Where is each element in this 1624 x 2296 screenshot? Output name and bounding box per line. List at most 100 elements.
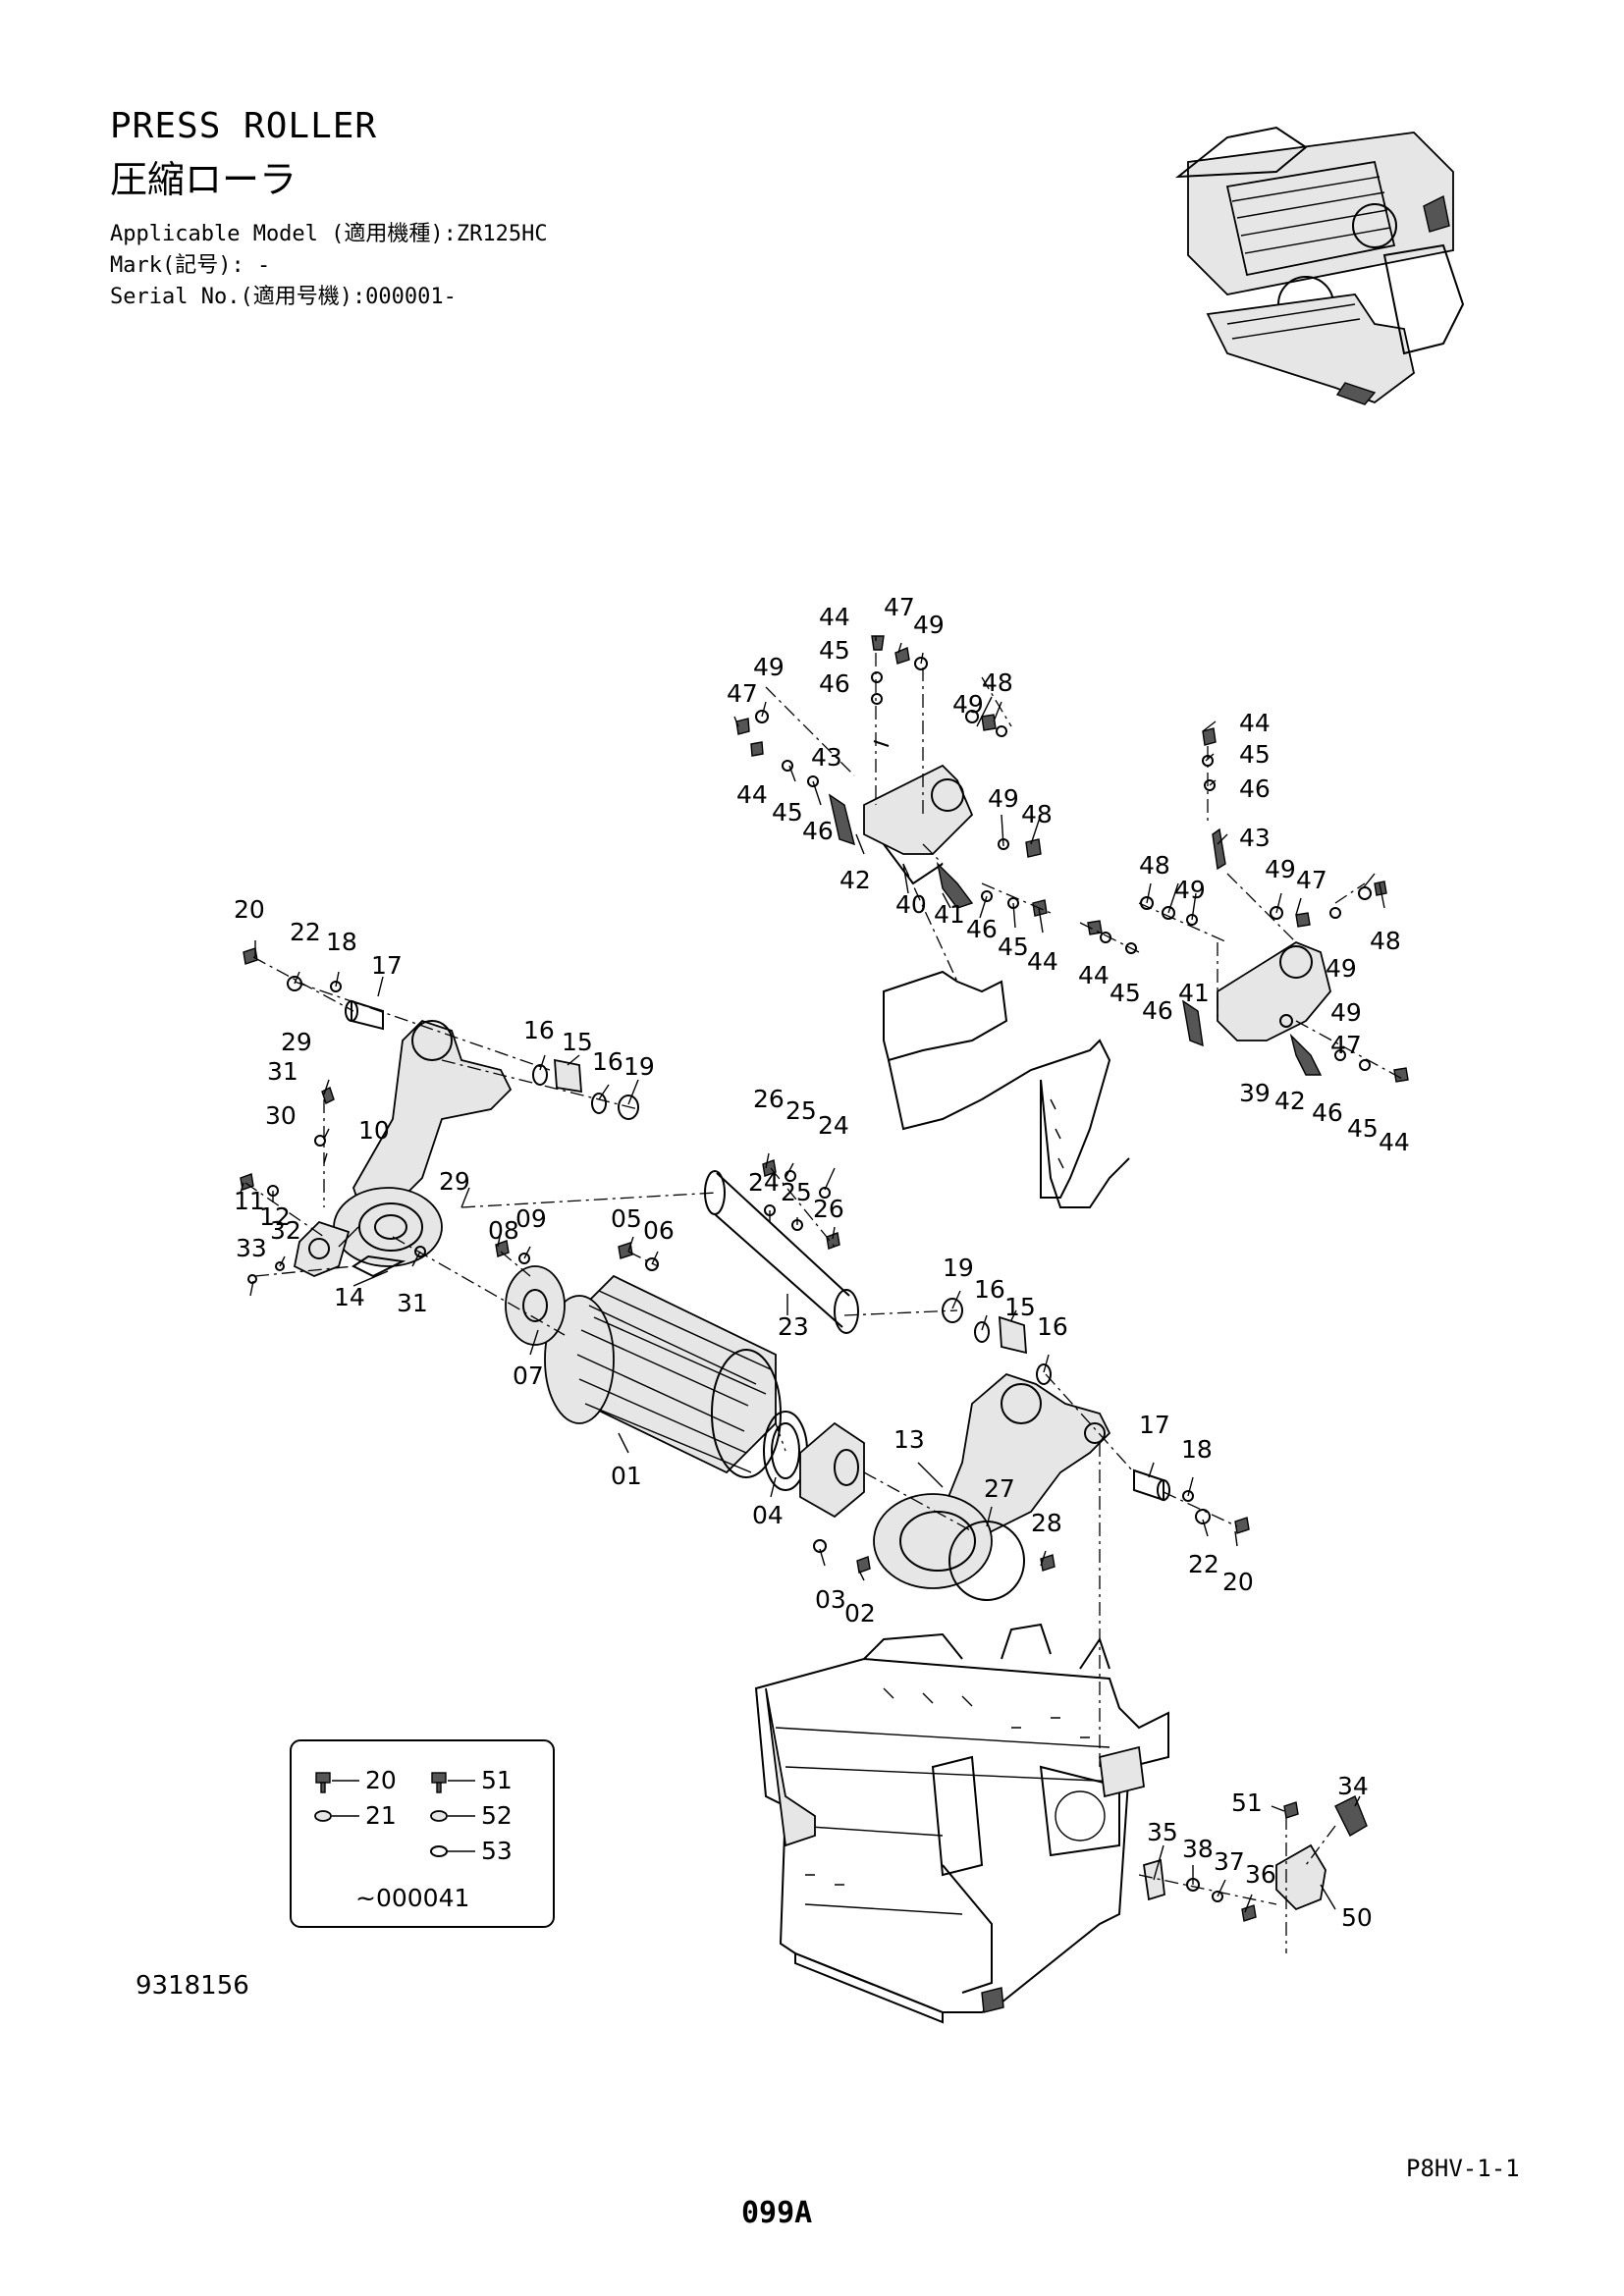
callout: 49	[988, 784, 1019, 813]
callout: 46	[966, 915, 998, 943]
callout: 11	[234, 1187, 265, 1215]
callout: 49	[753, 653, 785, 681]
callout: 31	[267, 1057, 298, 1086]
callout: 44	[1027, 947, 1058, 976]
callout: 17	[371, 951, 403, 980]
callout: 19	[623, 1052, 655, 1081]
pins	[345, 999, 1170, 1502]
mark: Mark(記号): -	[110, 253, 271, 278]
legend-item: 51	[481, 1766, 513, 1794]
callout: 02	[844, 1599, 876, 1628]
callout: 06	[643, 1216, 675, 1245]
callout: 47	[727, 679, 758, 708]
applicable-model: Applicable Model (適用機種):ZR125HC	[110, 222, 548, 246]
callout: 25	[785, 1096, 817, 1125]
callout: 26	[813, 1195, 844, 1223]
legend-bolt-icon	[315, 1772, 331, 1793]
callout: 42	[1274, 1087, 1306, 1115]
callout: 39	[1239, 1079, 1271, 1107]
callout: 41	[1178, 979, 1210, 1007]
page-code: P8HV-1-1	[1406, 2155, 1520, 2182]
legend-ring-icon	[430, 1845, 448, 1857]
callout: 18	[326, 928, 357, 956]
callout: 25	[781, 1178, 812, 1206]
callout: 26	[753, 1085, 785, 1113]
callout: 22	[1188, 1550, 1219, 1578]
callout: 20	[234, 895, 265, 924]
legend-washer-icon	[314, 1810, 332, 1822]
callout: 05	[611, 1204, 642, 1233]
page-title: PRESS ROLLER	[110, 106, 378, 146]
assembly-center-lines	[244, 653, 1405, 1953]
callout: 44	[819, 603, 850, 631]
callout: 30	[265, 1101, 297, 1130]
spacer-set-right	[942, 1298, 1052, 1385]
callout: 47	[1296, 866, 1327, 894]
callout: 42	[839, 866, 871, 894]
callout: 24	[748, 1168, 780, 1197]
callout: 45	[998, 933, 1029, 961]
shim-and-hub	[763, 1411, 865, 1519]
callout: 15	[562, 1028, 593, 1056]
callout: 49	[1326, 954, 1357, 983]
page-title-japanese: 圧縮ローラ	[110, 158, 298, 201]
callout: 16	[523, 1016, 555, 1044]
callout: 35	[1147, 1818, 1178, 1846]
chassis-frame	[754, 1623, 1169, 2024]
callout: 14	[334, 1283, 365, 1311]
callout: 49	[952, 690, 984, 719]
legend-box: 20 21 51 52 53 ~000041	[290, 1739, 555, 1928]
press-roller-drum	[544, 1274, 782, 1478]
callout: 45	[1347, 1114, 1379, 1143]
callout: 47	[1330, 1031, 1362, 1059]
callout: 10	[358, 1116, 390, 1145]
callout: 45	[1110, 979, 1141, 1007]
callout: 48	[1139, 851, 1170, 880]
callout: 27	[984, 1474, 1015, 1503]
callout: 13	[893, 1425, 925, 1454]
callout: 32	[270, 1216, 301, 1245]
callout: 44	[1379, 1128, 1410, 1156]
legend-bolt-icon	[431, 1772, 447, 1793]
callout: 03	[815, 1585, 846, 1614]
callout: 48	[1021, 800, 1053, 828]
upper-mount-plate-left	[883, 970, 1130, 1208]
callout: 46	[802, 817, 834, 845]
spacer-set-left	[532, 1058, 639, 1120]
callout: 09	[515, 1204, 547, 1233]
callout: 45	[772, 798, 803, 827]
callout: 49	[913, 611, 945, 639]
callout: 49	[1265, 855, 1296, 883]
reference-number: 9318156	[135, 1971, 249, 2001]
page-number: 099A	[741, 2196, 813, 2230]
legend-serial-range: ~000041	[355, 1884, 469, 1912]
callout: 46	[1312, 1098, 1343, 1127]
legend-washer-icon	[430, 1810, 448, 1822]
callout-labels: 44 47 49 45 46 49 47 49 48 43 44 45 46 4…	[234, 593, 1410, 1932]
legend-item: 20	[365, 1766, 397, 1794]
left-arm-assembly	[333, 1019, 513, 1278]
callout: 23	[778, 1312, 809, 1341]
upper-bracket-left	[828, 740, 974, 909]
legend-item: 53	[481, 1837, 513, 1865]
callout: 44	[736, 780, 768, 809]
callout: 44	[1078, 961, 1110, 989]
callout: 48	[982, 668, 1013, 697]
callout: 17	[1139, 1411, 1170, 1439]
shaft	[704, 1170, 859, 1334]
callout: 22	[290, 918, 321, 946]
callout: 16	[974, 1275, 1005, 1304]
callout: 31	[397, 1289, 428, 1317]
callout: 37	[1214, 1847, 1245, 1876]
callout: 40	[895, 890, 927, 919]
callout: 19	[943, 1254, 974, 1282]
cover-plate	[948, 1521, 1025, 1601]
callout: 24	[818, 1111, 849, 1140]
callout: 08	[488, 1216, 519, 1245]
callout: 46	[819, 669, 850, 698]
callout: 44	[1239, 709, 1271, 737]
right-arm-assembly	[873, 1372, 1111, 1589]
callout: 46	[1142, 996, 1173, 1025]
serial-number: Serial No.(適用号機):000001-	[110, 285, 457, 309]
callout: 18	[1181, 1435, 1213, 1464]
